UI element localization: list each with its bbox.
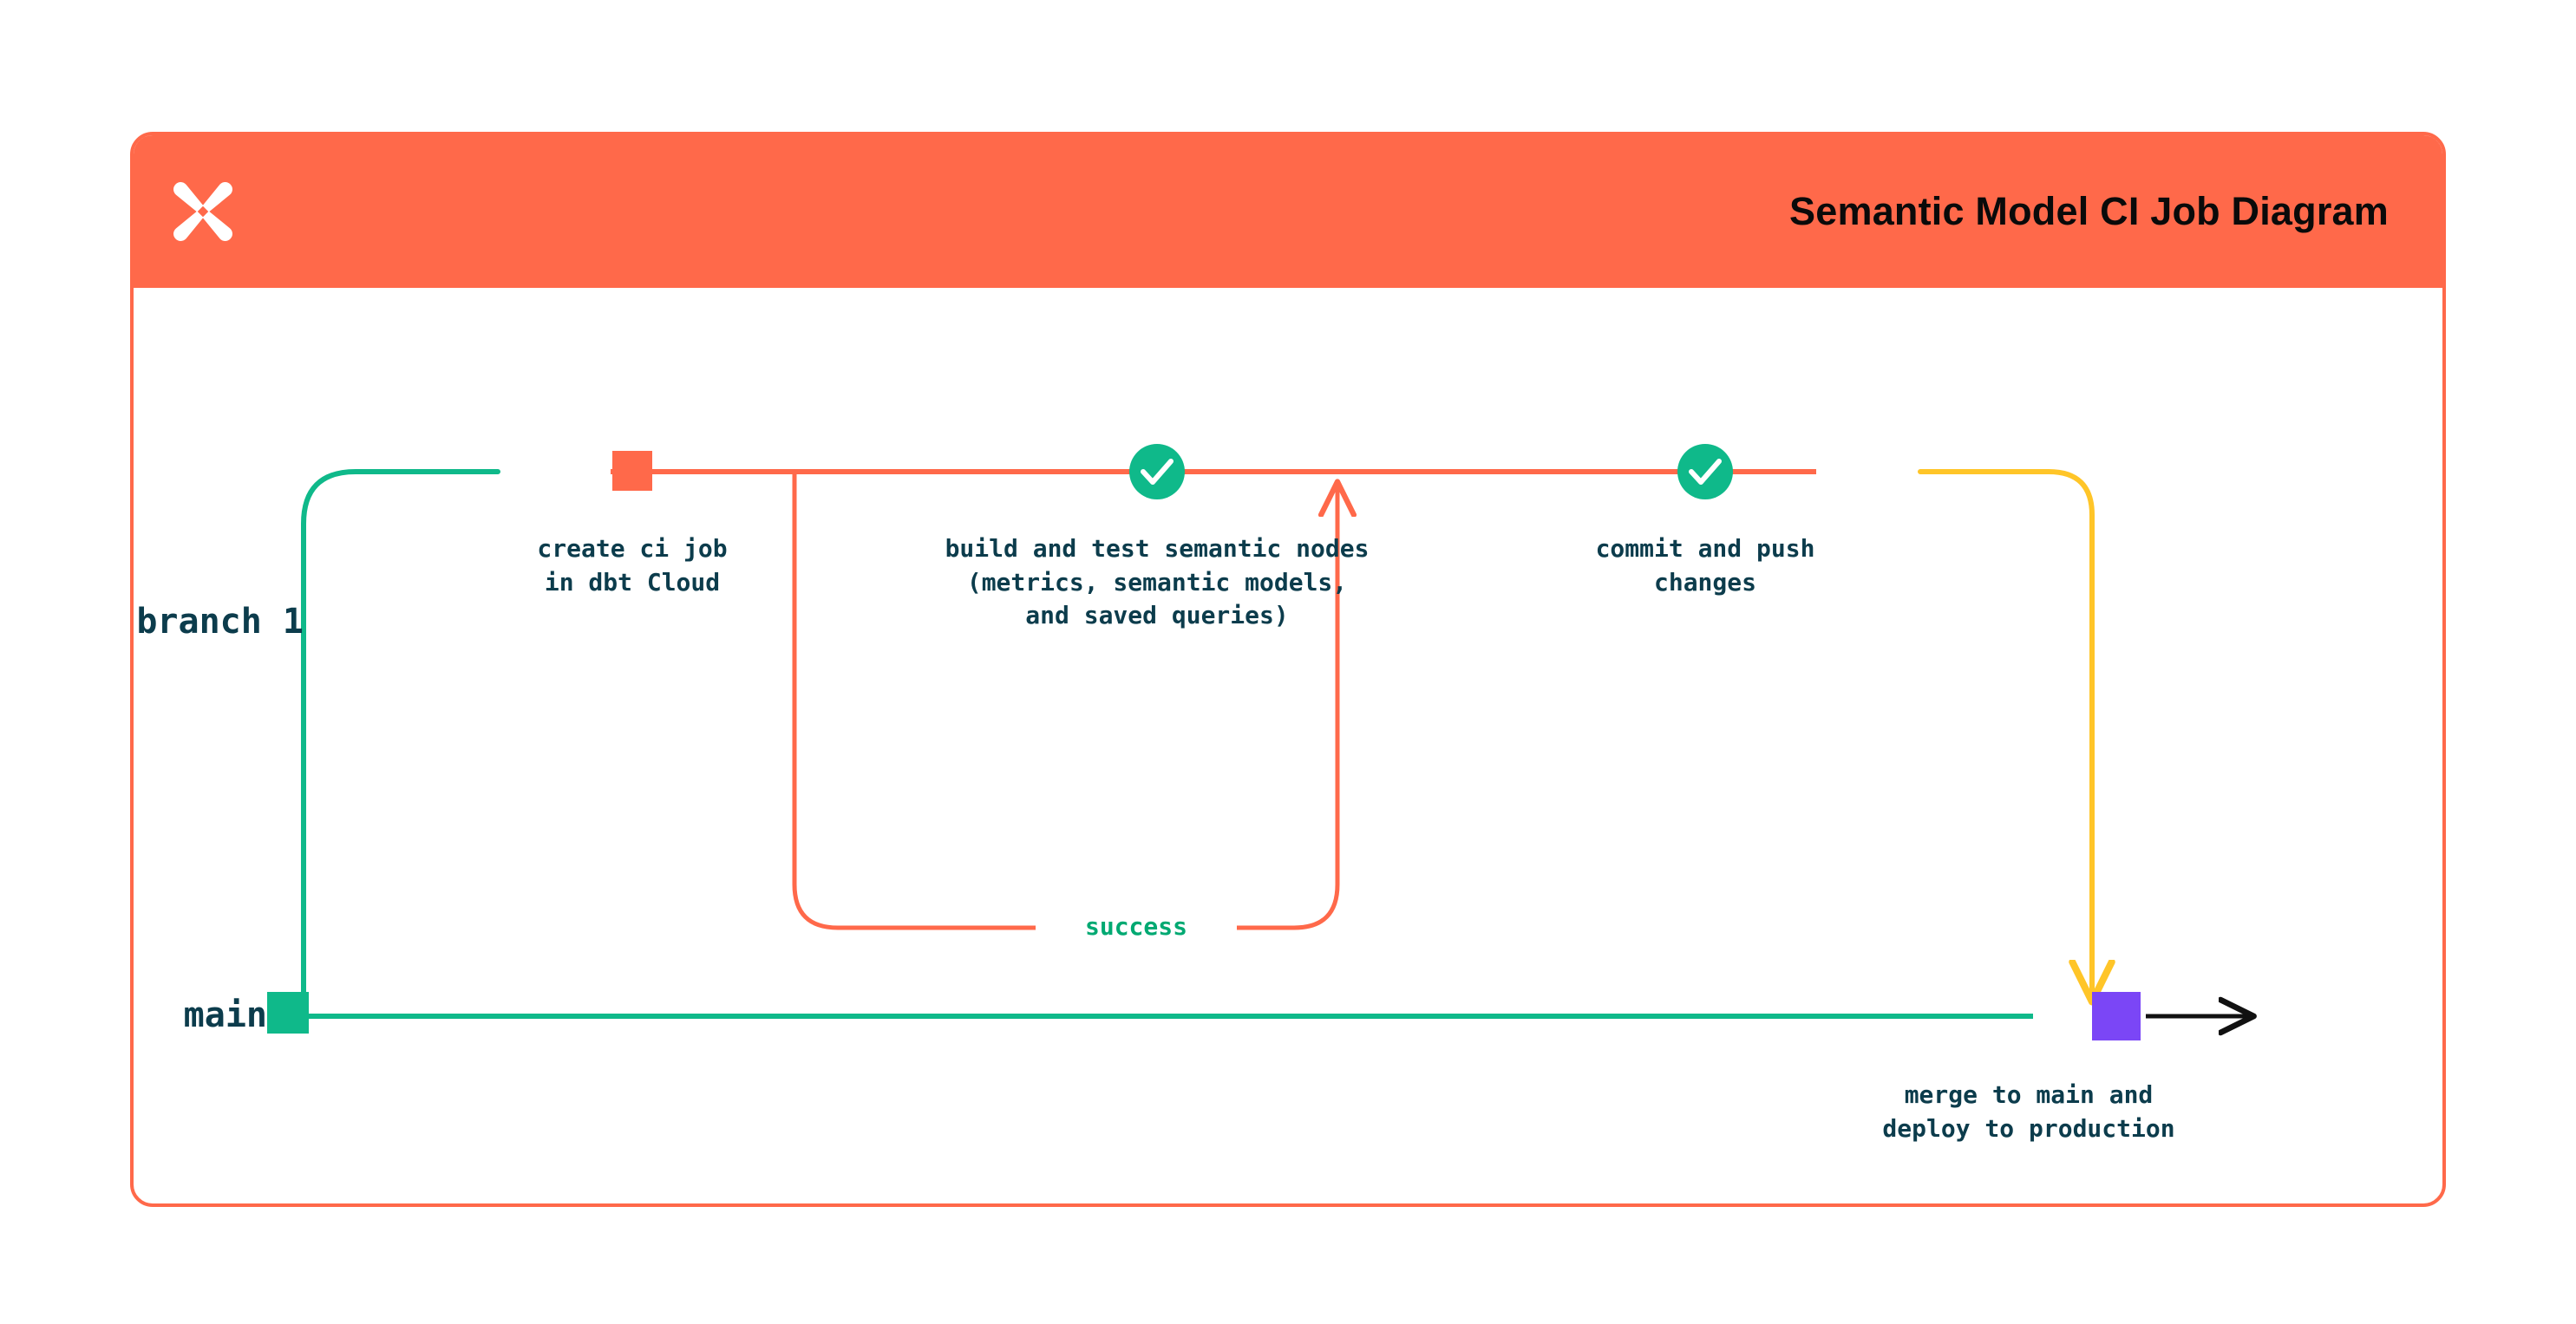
node-marker-build-and-test[interactable] — [1129, 444, 1185, 499]
branch-label-branch-1: branch 1 — [136, 602, 304, 642]
node-caption-merge-to-main: merge to main and deploy to production — [1882, 1080, 2175, 1143]
node-caption-build-and-test: build and test semantic nodes (metrics, … — [945, 534, 1370, 630]
edge-branch-off — [301, 469, 619, 1019]
diagram-svg — [267, 444, 2442, 1040]
dbt-logo-icon — [173, 182, 232, 241]
node-marker-main-start[interactable] — [267, 992, 309, 1034]
node-marker-create-ci-job[interactable] — [612, 451, 652, 491]
node-caption-create-ci-job: create ci job in dbt Cloud — [537, 534, 728, 597]
node-caption-commit-and-push: commit and push changes — [1595, 534, 1815, 597]
page-title: Semantic Model CI Job Diagram — [1789, 189, 2389, 233]
edge-success-loop — [792, 469, 1337, 930]
edge-label-success: success — [1036, 912, 1237, 941]
node-marker-commit-and-push[interactable] — [1677, 444, 1733, 499]
edge-merge-to-main — [1918, 469, 2092, 997]
branch-label-main: main — [183, 995, 267, 1035]
card-header: Semantic Model CI Job Diagram — [134, 135, 2442, 288]
node-marker-merge-to-main[interactable] — [2092, 992, 2141, 1040]
diagram-canvas: branch 1 main create ci job in dbt Cloud… — [134, 288, 2442, 1203]
diagram-card: Semantic Model CI Job Diagram — [130, 132, 2446, 1207]
